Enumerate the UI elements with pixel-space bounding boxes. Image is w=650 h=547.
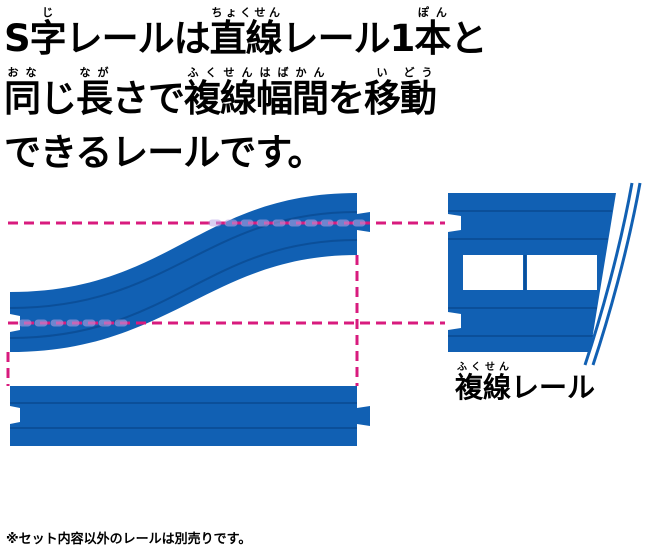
ruby-word: 動どう xyxy=(400,66,437,120)
furigana: い xyxy=(364,66,400,79)
furigana: おな xyxy=(4,66,40,79)
label-ruby: ふくせん xyxy=(455,362,512,373)
furigana: ちょくせん xyxy=(209,6,282,19)
furigana: はば xyxy=(256,66,292,79)
headline-line-3: できるレールです。 xyxy=(4,131,325,174)
guide-lines xyxy=(6,221,445,386)
break-mark-icon xyxy=(583,182,634,366)
rail-diagram xyxy=(6,182,642,446)
word: 直線 xyxy=(209,17,283,60)
ruby-word: 直線ちょくせん xyxy=(209,6,283,60)
word: を xyxy=(328,77,365,120)
furigana: ぽん xyxy=(414,6,451,19)
word: 長 xyxy=(76,77,113,120)
double-rail-label: 複線ふくせんレール xyxy=(455,362,595,406)
ruby-word: 長なが xyxy=(76,66,113,120)
word: 本 xyxy=(414,17,451,60)
word: レール1 xyxy=(281,17,416,60)
word: 動 xyxy=(400,77,437,120)
double-rail xyxy=(448,182,642,366)
furigana: じ xyxy=(29,6,66,19)
headline-line-2: 同おなじ長ながさで複線ふくせん幅はば間かんを移い動どう xyxy=(4,66,486,126)
headline: S字じレールは直線ちょくせんレール1本ぽんと 同おなじ長ながさで複線ふくせん幅は… xyxy=(4,6,487,180)
footnote: ※セット内容以外のレールは別売りです。 xyxy=(6,532,252,547)
word: S xyxy=(4,17,31,60)
word: さで xyxy=(112,77,185,120)
ruby-word: 移い xyxy=(364,66,401,120)
ruby-word: 幅はば xyxy=(256,66,293,120)
headline-line-1: S字じレールは直線ちょくせんレール1本ぽんと xyxy=(4,6,487,66)
label-kanji: 複線 xyxy=(455,371,512,404)
ruby-word: 複線ふくせん xyxy=(184,66,257,120)
straight-rail xyxy=(10,386,370,446)
label-suffix: レール xyxy=(511,371,596,404)
word: 間 xyxy=(292,77,329,120)
furigana: どう xyxy=(400,66,436,79)
word: 複線 xyxy=(184,77,257,120)
word: レールは xyxy=(65,17,211,60)
furigana: ふくせん xyxy=(184,66,256,79)
s-curve-rail xyxy=(9,193,370,352)
ruby-word: 字じ xyxy=(29,6,67,60)
word: じ xyxy=(40,77,77,120)
ruby-word: 間かん xyxy=(292,66,329,120)
word: 同 xyxy=(4,77,41,120)
ruby-word: 本ぽん xyxy=(414,6,451,60)
furigana: なが xyxy=(76,66,112,79)
ruby-word: 同おな xyxy=(4,66,41,120)
word: 移 xyxy=(364,77,401,120)
word: 字 xyxy=(29,17,67,60)
word: と xyxy=(450,17,487,60)
furigana: かん xyxy=(292,66,328,79)
word: 幅 xyxy=(256,77,293,120)
